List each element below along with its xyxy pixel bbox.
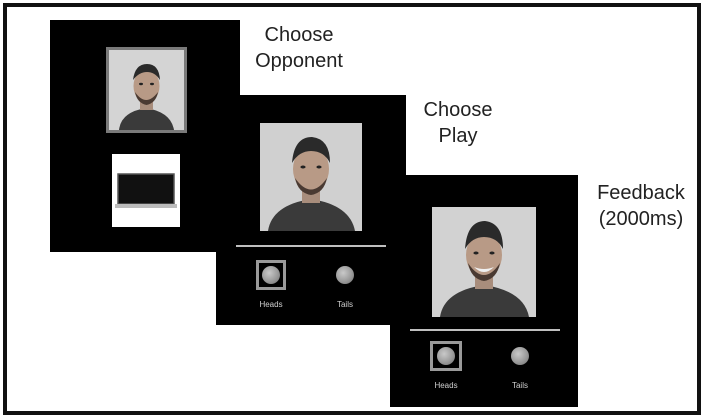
opponent-computer-option[interactable]: [112, 154, 180, 227]
heads-coin-icon: [437, 347, 455, 365]
screen-1-label: Choose Opponent: [240, 22, 358, 74]
opponent-feedback-photo: [432, 207, 536, 317]
screen-2-label: Choose Play: [408, 97, 508, 149]
screen-choose-play: Heads Tails: [216, 95, 406, 325]
tails-button-label: Tails: [325, 300, 365, 309]
heads-button-label: Heads: [426, 381, 466, 390]
screen-3-label: Feedback (2000ms): [582, 180, 700, 232]
laptop-icon: [112, 154, 180, 227]
smiling-face-photo-icon: [432, 207, 536, 317]
tails-coin-icon[interactable]: [336, 266, 354, 284]
face-photo-icon: [260, 123, 362, 231]
tails-button-label: Tails: [500, 381, 540, 390]
separator-line: [410, 329, 560, 331]
opponent-photo: [260, 123, 362, 231]
separator-line: [236, 245, 386, 247]
opponent-human-option[interactable]: [106, 47, 187, 133]
heads-button-label: Heads: [251, 300, 291, 309]
heads-coin-icon[interactable]: [262, 266, 280, 284]
tails-coin-icon: [511, 347, 529, 365]
screen-feedback: Heads Tails: [390, 175, 578, 407]
screen-choose-opponent: [50, 20, 240, 252]
face-photo-icon: [109, 50, 184, 130]
